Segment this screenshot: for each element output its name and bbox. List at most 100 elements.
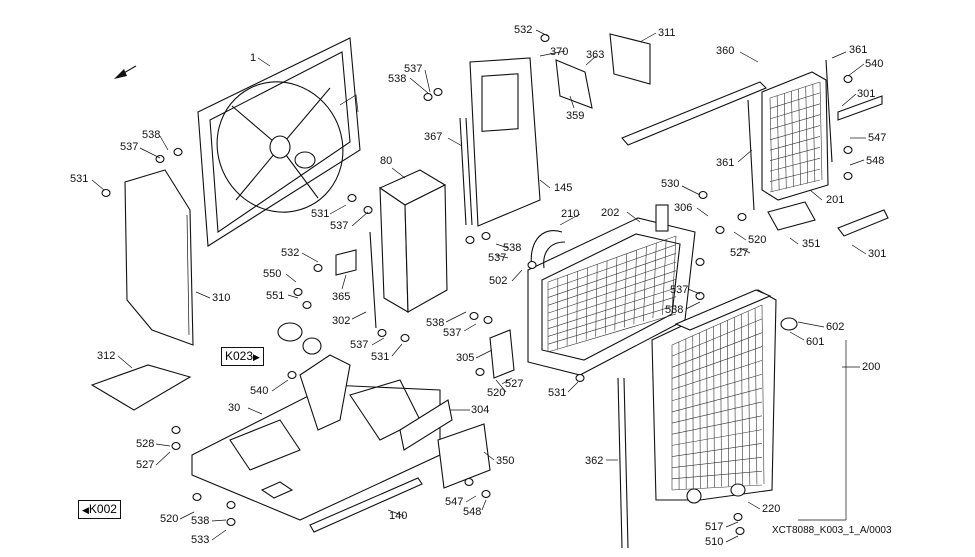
panel-part-145 [459,57,541,227]
callout-531: 531 [371,351,390,363]
callout-527: 527 [730,247,749,259]
callout-502: 502 [489,275,508,287]
callout-360: 360 [716,45,735,57]
callout-350: 350 [496,455,515,467]
callout-531: 531 [311,208,330,220]
callout-359: 359 [566,110,585,122]
strip-part-362 [617,377,629,549]
condenser-part-201 [761,71,829,201]
callout-537: 537 [670,284,689,296]
callout-520: 520 [487,387,506,399]
charge-air-cooler-part-202 [527,204,696,376]
callout-548: 548 [866,155,885,167]
strip-part-361 [747,59,833,211]
callout-533: 533 [191,534,210,546]
strip-part-140 [309,477,423,533]
callout-538: 538 [142,129,161,141]
valve-assembly [277,322,322,355]
callout-361: 361 [849,44,868,56]
callout-532: 532 [281,247,300,259]
callout-510: 510 [705,536,724,548]
callout-530: 530 [661,178,680,190]
callout-351: 351 [802,238,821,250]
nav-prev-page-link[interactable]: ◀K002 [78,500,121,519]
callout-365: 365 [332,291,351,303]
callout-311: 311 [658,27,676,39]
triangle-right-icon: ▶ [253,352,260,362]
callout-370: 370 [550,46,569,58]
callout-531: 531 [70,173,89,185]
side-plate-part-310 [124,169,194,346]
callout-312: 312 [97,350,116,362]
plate-part-350 [437,423,491,489]
callout-517: 517 [705,521,724,533]
callout-537: 537 [350,339,369,351]
callout-362: 362 [585,455,604,467]
plate-part-304 [399,399,453,451]
radiator-part-200 [651,289,798,504]
callout-540: 540 [250,385,269,397]
callout-520: 520 [748,234,767,246]
duct-part-80 [369,169,448,329]
callout-301: 301 [857,88,876,100]
nav-next-page-link[interactable]: K023▶ [221,347,264,366]
callout-220: 220 [762,503,781,515]
callout-305: 305 [456,352,475,364]
callout-540: 540 [865,58,884,70]
triangle-left-icon: ◀ [82,505,89,515]
callout-310: 310 [212,292,231,304]
callout-301: 301 [868,248,887,260]
bracket-part-305 [489,329,515,379]
callout-602: 602 [826,321,845,333]
callout-361: 361 [716,157,735,169]
plate-part-363 [555,59,593,109]
callout-528: 528 [136,438,155,450]
callout-547: 547 [868,132,887,144]
callout-537: 537 [488,252,507,264]
callout-548: 548 [463,506,482,518]
callout-202: 202 [601,207,620,219]
callout-302: 302 [332,315,351,327]
callout-537: 537 [404,63,423,75]
callout-200: 200 [862,361,881,373]
prev-page-label: K002 [88,502,117,516]
callout-306: 306 [674,202,693,214]
callout-550: 550 [263,268,282,280]
callout-537: 537 [330,220,349,232]
plate-part-311 [609,33,651,85]
callout-538: 538 [191,515,210,527]
drawing-code: XCT8088_K003_1_A/0003 [772,525,892,536]
plate-part-312 [90,364,192,411]
plate-part-351 [767,201,816,231]
callout-537: 537 [443,327,462,339]
next-page-label: K023 [225,349,254,363]
fasteners [101,33,853,536]
callout-538: 538 [426,317,445,329]
callout-520: 520 [160,513,179,525]
callout-527: 527 [136,459,155,471]
callout-367: 367 [424,131,443,143]
callout-140: 140 [389,510,408,522]
callout-527: 527 [505,378,524,390]
callout-30: 30 [228,402,241,414]
callout-531: 531 [548,387,567,399]
fan-shroud-part-1 [197,37,361,247]
callout-601: 601 [806,336,825,348]
callout-210: 210 [561,208,580,220]
direction-arrow-icon [114,65,137,79]
callout-538: 538 [503,242,522,254]
callout-538: 538 [388,73,407,85]
callout-201: 201 [826,194,845,206]
callout-547: 547 [445,496,464,508]
callout-145: 145 [554,182,573,194]
leader-lines [91,29,867,543]
callout-80: 80 [380,155,393,167]
callout-532: 532 [514,24,533,36]
bracket-part-301 [837,95,889,237]
strip-part-360 [621,81,767,146]
callout-363: 363 [586,49,605,61]
callout-537: 537 [120,141,139,153]
bracket-part-365 [335,249,357,276]
